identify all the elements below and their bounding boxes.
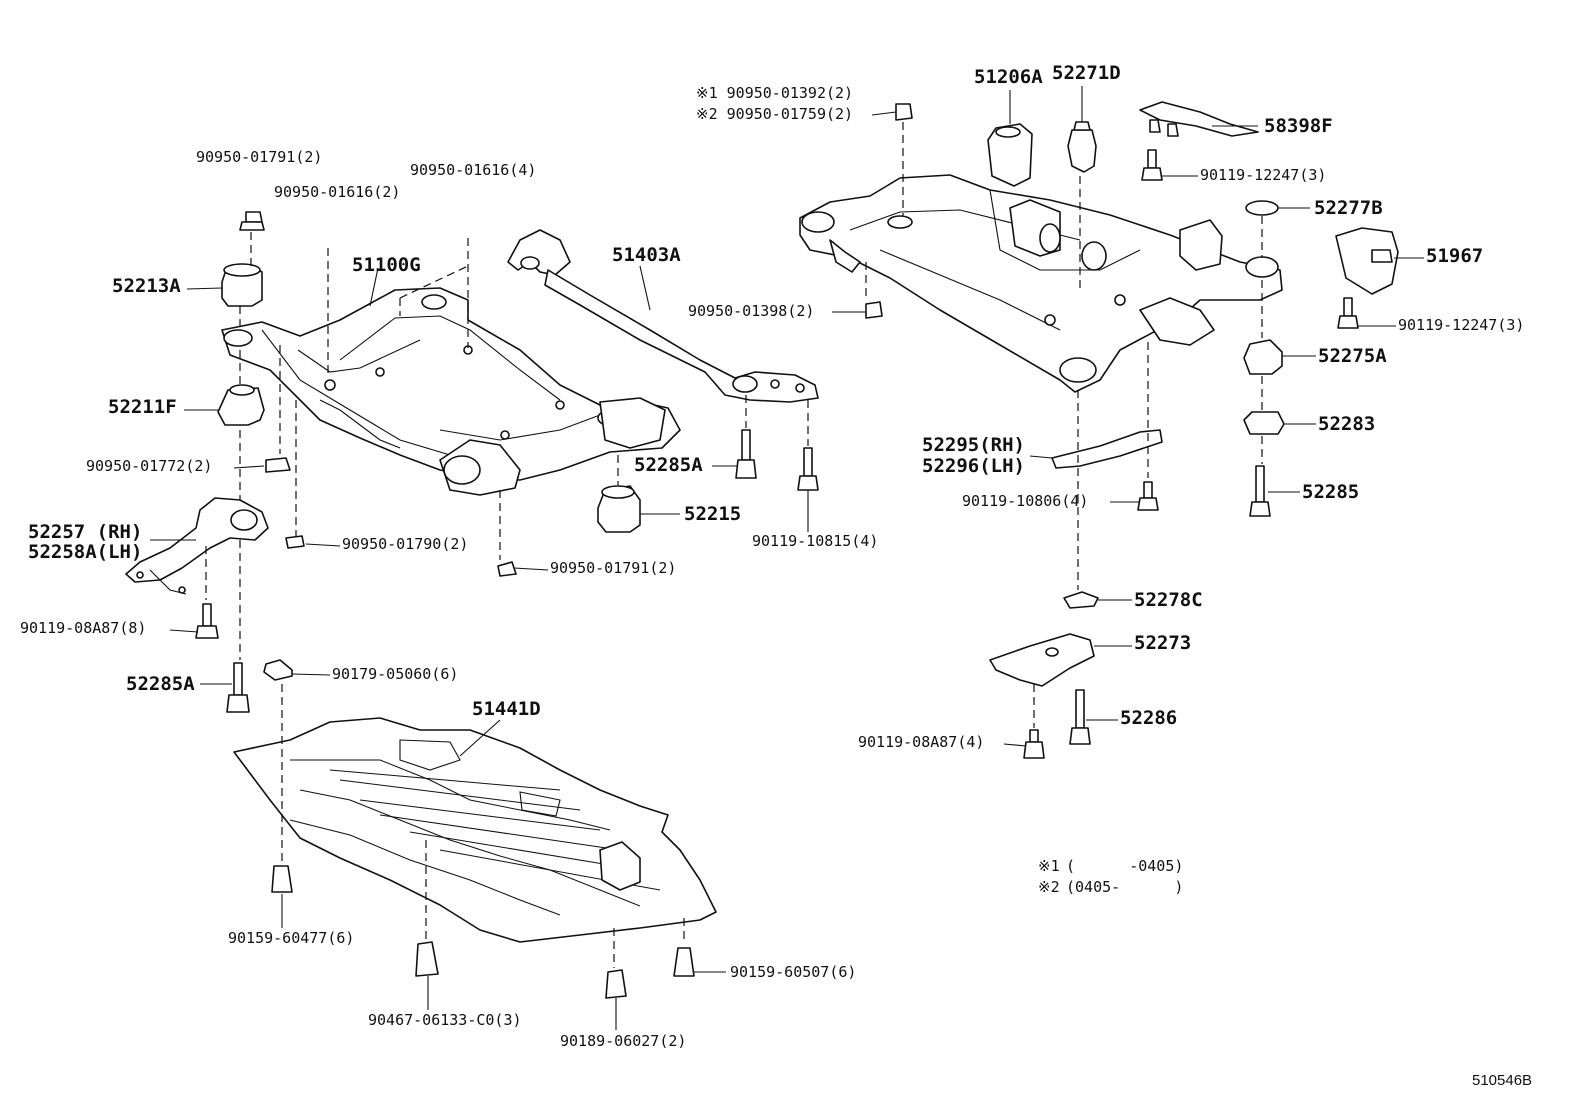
rear-top-parts — [987, 101, 1399, 517]
label-52211f: 52211F — [108, 396, 177, 418]
label-90950-01616-2: 90950-01616(2) — [274, 183, 401, 201]
label-90950-01772: 90950-01772(2) — [86, 457, 213, 475]
leader-lines — [150, 86, 1424, 1030]
label-52295-rh: 52295(RH) — [922, 434, 1025, 456]
label-90950-01392: ※1 90950-01392(2) — [696, 84, 854, 102]
left-stack — [217, 211, 305, 549]
legend-mark-1: ※1 — [1038, 857, 1060, 875]
label-90119-12247-top: 90119-12247(3) — [1200, 166, 1327, 184]
diagram-code: 510546B — [1472, 1072, 1533, 1089]
label-52296-lh: 52296(LH) — [922, 455, 1025, 477]
label-52271d: 52271D — [1052, 62, 1121, 84]
label-52275a: 52275A — [1318, 345, 1387, 367]
label-90179-05060: 90179-05060(6) — [332, 665, 459, 683]
legend-range-2: (0405- ) — [1066, 878, 1184, 896]
label-51441d: 51441D — [472, 698, 541, 720]
front-brace — [507, 229, 819, 403]
label-90119-10806: 90119-10806(4) — [962, 492, 1089, 510]
front-suspension-member — [221, 287, 681, 496]
label-90950-01790: 90950-01790(2) — [342, 535, 469, 553]
label-90159-60477: 90159-60477(6) — [228, 929, 355, 947]
bushing-52215 — [597, 429, 819, 533]
label-51100g: 51100G — [352, 254, 421, 276]
bracket-52257 — [125, 497, 269, 595]
label-90189-06027: 90189-06027(2) — [560, 1032, 687, 1050]
label-90159-60507: 90159-60507(6) — [730, 963, 857, 981]
label-52278c: 52278C — [1134, 589, 1203, 611]
left-bolts — [195, 103, 913, 713]
under-cover — [233, 717, 717, 943]
label-52257-rh: 52257 (RH) — [28, 521, 143, 543]
label-52277b: 52277B — [1314, 197, 1383, 219]
label-52285: 52285 — [1302, 481, 1360, 503]
label-52273: 52273 — [1134, 632, 1192, 654]
label-52258a-lh: 52258A(LH) — [28, 541, 143, 563]
label-90119-10815: 90119-10815(4) — [752, 532, 879, 550]
label-90119-12247-mid: 90119-12247(3) — [1398, 316, 1525, 334]
label-90950-01791-bottom: 90950-01791(2) — [550, 559, 677, 577]
label-90119-08a87-4: 90119-08A87(4) — [858, 733, 985, 751]
label-90950-01616-4: 90950-01616(4) — [410, 161, 537, 179]
label-52213a: 52213A — [112, 275, 181, 297]
label-51403a: 51403A — [612, 244, 681, 266]
dashed-guides — [205, 122, 1263, 968]
label-90950-01759: ※2 90950-01759(2) — [696, 105, 854, 123]
bottom-bolts — [271, 865, 695, 999]
label-52283: 52283 — [1318, 413, 1376, 435]
rear-suspension-member — [799, 174, 1283, 393]
label-90950-01791-top: 90950-01791(2) — [196, 148, 323, 166]
label-52285a-mid: 52285A — [634, 454, 703, 476]
label-90950-01398: 90950-01398(2) — [688, 302, 815, 320]
label-90119-08a87-8: 90119-08A87(8) — [20, 619, 147, 637]
label-52286: 52286 — [1120, 707, 1178, 729]
label-52215: 52215 — [684, 503, 742, 525]
label-58398f: 58398F — [1264, 115, 1333, 137]
rear-lower-parts — [989, 429, 1163, 759]
legend-mark-2: ※2 — [1038, 878, 1060, 896]
label-51967: 51967 — [1426, 245, 1484, 267]
legend-range-1: ( -0405) — [1066, 857, 1184, 875]
label-51206a: 51206A — [974, 66, 1043, 88]
label-90467-06133-c0: 90467-06133-C0(3) — [368, 1011, 522, 1029]
label-52285a-left: 52285A — [126, 673, 195, 695]
